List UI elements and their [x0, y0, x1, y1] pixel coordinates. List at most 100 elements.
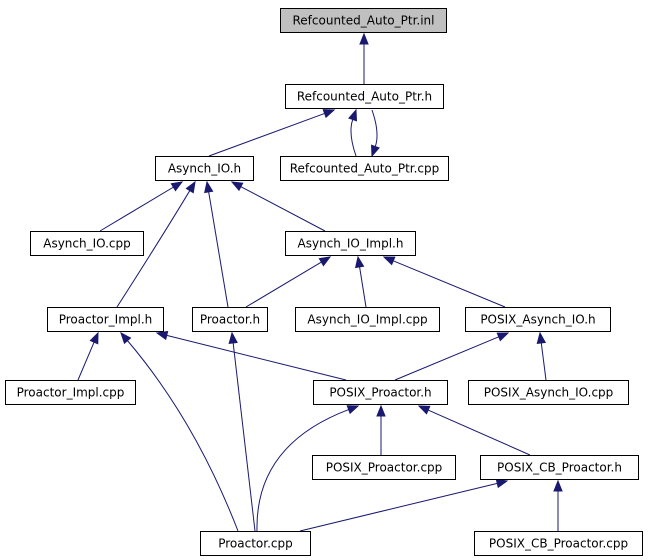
- edge-proactor_h-to-asynch_io_h: [204, 180, 229, 308]
- node-asynch-io-cpp[interactable]: Asynch_IO.cpp: [30, 231, 144, 256]
- edge-posix_cb_proactor_h-to-posix_proactor_h: [417, 405, 531, 456]
- arrowhead: [536, 331, 547, 345]
- arrowhead: [155, 330, 169, 341]
- arrowhead: [376, 404, 386, 417]
- node-box[interactable]: [295, 307, 440, 332]
- node-label: Proactor.cpp: [218, 537, 293, 551]
- edge-line: [393, 260, 506, 308]
- node-posix-asynch-io-cpp[interactable]: POSIX_Asynch_IO.cpp: [468, 380, 629, 405]
- node-refcounted-inl[interactable]: Refcounted_Auto_Ptr.inl: [280, 8, 447, 33]
- node-box[interactable]: [468, 380, 629, 405]
- node-box[interactable]: [280, 156, 449, 181]
- edge-proactor_cpp-to-posix_proactor_h: [256, 405, 360, 532]
- node-asynch-io-impl-cpp[interactable]: Asynch_IO_Impl.cpp: [295, 307, 440, 332]
- node-posix-cb-proactor-cpp[interactable]: POSIX_CB_Proactor.cpp: [474, 531, 643, 556]
- arrowhead: [496, 332, 510, 342]
- node-label: Asynch_IO_Impl.h: [298, 237, 404, 251]
- arrowhead: [370, 144, 380, 158]
- edge-line: [299, 482, 498, 532]
- node-label: POSIX_CB_Proactor.h: [497, 461, 622, 475]
- node-box[interactable]: [285, 84, 444, 109]
- edge-line: [208, 191, 229, 308]
- edge-line: [245, 261, 322, 308]
- node-box[interactable]: [465, 307, 611, 332]
- arrowhead: [185, 180, 196, 194]
- edge-line: [232, 342, 256, 532]
- edge-proactor_impl_cpp-to-proactor_impl_h: [77, 331, 99, 381]
- node-posix-proactor-cpp[interactable]: POSIX_Proactor.cpp: [312, 455, 456, 480]
- edge-line: [394, 336, 499, 381]
- node-box[interactable]: [280, 8, 447, 33]
- arrowhead: [120, 331, 132, 345]
- node-box[interactable]: [312, 455, 456, 480]
- node-label: Refcounted_Auto_Ptr.inl: [293, 14, 435, 28]
- edge-line: [99, 186, 174, 232]
- node-label: Proactor_Impl.cpp: [17, 386, 125, 400]
- node-box[interactable]: [47, 307, 164, 332]
- arrowhead: [204, 180, 214, 194]
- arrowhead: [348, 108, 358, 122]
- arrowhead: [89, 331, 99, 345]
- node-label: Asynch_IO.h: [168, 162, 241, 176]
- arrowhead: [230, 181, 244, 192]
- node-label: Asynch_IO_Impl.cpp: [307, 313, 427, 327]
- edge-line: [240, 186, 326, 232]
- node-proactor-cpp[interactable]: Proactor.cpp: [200, 531, 311, 556]
- node-proactor-impl-cpp[interactable]: Proactor_Impl.cpp: [5, 380, 136, 405]
- edge-line: [208, 112, 325, 157]
- node-label: Refcounted_Auto_Ptr.h: [297, 90, 432, 104]
- arrowhead: [553, 479, 563, 492]
- node-label: Refcounted_Auto_Ptr.cpp: [290, 162, 440, 176]
- node-box[interactable]: [285, 231, 416, 256]
- edge-line: [77, 342, 95, 381]
- node-label: Proactor.h: [200, 313, 260, 327]
- edge-posix_cb_proactor_cpp-to-posix_cb_proactor_h: [553, 479, 563, 531]
- node-box[interactable]: [200, 531, 311, 556]
- node-box[interactable]: [192, 307, 268, 332]
- node-box[interactable]: [313, 380, 448, 405]
- node-label: POSIX_Asynch_IO.cpp: [484, 386, 614, 400]
- edge-line: [427, 409, 531, 456]
- edge-line: [359, 266, 367, 308]
- node-label: POSIX_CB_Proactor.cpp: [489, 537, 628, 551]
- edge-line: [371, 109, 378, 147]
- node-label: POSIX_Proactor.cpp: [326, 461, 443, 475]
- node-refcounted-h[interactable]: Refcounted_Auto_Ptr.h: [285, 84, 444, 109]
- edge-line: [127, 340, 239, 532]
- edge-posix_asynch_io_h-to-asynch_io_impl_h: [382, 256, 506, 308]
- edge-asynch_io_impl_cpp-to-asynch_io_impl_h: [354, 255, 367, 308]
- node-posix-asynch-io-h[interactable]: POSIX_Asynch_IO.h: [465, 307, 611, 332]
- node-label: Proactor_Impl.h: [59, 313, 153, 327]
- node-refcounted-cpp[interactable]: Refcounted_Auto_Ptr.cpp: [280, 156, 449, 181]
- edge-line: [350, 119, 357, 157]
- edge-line: [540, 342, 547, 381]
- edge-proactor_cpp-to-proactor_impl_h: [120, 331, 239, 532]
- node-box[interactable]: [155, 156, 254, 181]
- node-label: POSIX_Asynch_IO.h: [480, 313, 595, 327]
- edges-layer: [77, 32, 563, 532]
- arrowhead: [354, 255, 365, 269]
- arrowhead: [346, 405, 360, 415]
- edge-asynch_io_impl_h-to-asynch_io_h: [230, 181, 326, 232]
- node-label: Asynch_IO.cpp: [43, 237, 131, 251]
- node-box[interactable]: [5, 380, 136, 405]
- arrowhead: [228, 331, 238, 344]
- node-proactor-impl-h[interactable]: Proactor_Impl.h: [47, 307, 164, 332]
- arrowhead: [359, 32, 369, 45]
- node-posix-proactor-h[interactable]: POSIX_Proactor.h: [313, 380, 448, 405]
- arrowhead: [170, 181, 184, 192]
- edge-proactor_cpp-to-proactor_h: [228, 331, 256, 532]
- node-asynch-io-h[interactable]: Asynch_IO.h: [155, 156, 254, 181]
- edge-proactor_h-to-asynch_io_impl_h: [245, 256, 332, 308]
- node-box[interactable]: [30, 231, 144, 256]
- node-proactor-h[interactable]: Proactor.h: [192, 307, 268, 332]
- edge-refcounted_cpp-to-refcounted_h: [348, 108, 358, 157]
- node-asynch-io-impl-h[interactable]: Asynch_IO_Impl.h: [285, 231, 416, 256]
- node-box[interactable]: [480, 455, 639, 480]
- node-label: POSIX_Proactor.h: [329, 386, 431, 400]
- edge-proactor_impl_h-to-asynch_io_h: [116, 180, 196, 308]
- node-posix-cb-proactor-h[interactable]: POSIX_CB_Proactor.h: [480, 455, 639, 480]
- arrowhead: [322, 109, 336, 119]
- node-box[interactable]: [474, 531, 643, 556]
